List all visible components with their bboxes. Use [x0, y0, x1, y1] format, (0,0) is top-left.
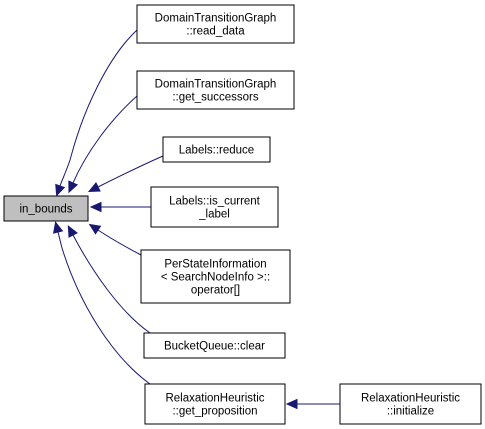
node-label-line: DomainTransitionGraph — [155, 13, 277, 25]
edge-dtg_get_successors-to-in_bounds — [68, 95, 138, 194]
node-labels-reduce[interactable]: Labels::reduce — [162, 136, 271, 163]
node-label-line: BucketQueue::clear — [164, 341, 265, 353]
node-label-line: RelaxationHeuristic — [361, 393, 460, 405]
node-label-line: _label — [198, 209, 230, 221]
node-label-line: PerStateInformation — [164, 259, 266, 271]
nodes-layer: in_bounds DomainTransitionGraph::read_dat… — [3, 4, 482, 425]
node-in-bounds[interactable]: in_bounds — [3, 195, 89, 222]
edge-arrowhead — [89, 201, 102, 213]
edge-line — [72, 95, 138, 184]
node-box — [162, 136, 271, 163]
node-rh-initialize[interactable]: RelaxationHeuristic::initialize — [339, 383, 482, 425]
node-label-line: DomainTransitionGraph — [155, 79, 277, 91]
edge-arrowhead — [55, 183, 66, 197]
node-label-line: Labels::reduce — [179, 145, 254, 157]
node-box — [339, 383, 482, 425]
node-label-line: in_bounds — [19, 204, 72, 216]
node-bucketqueue-clear[interactable]: BucketQueue::clear — [143, 332, 286, 359]
edge-dtg_read_data-to-in_bounds — [55, 29, 138, 197]
edge-arrowhead — [88, 223, 102, 235]
node-box — [3, 195, 89, 222]
edge-bucketqueue_clear-to-in_bounds — [67, 225, 151, 334]
edge-line — [97, 155, 164, 188]
edge-rh_initialize-to-rh_get_proposition — [285, 398, 340, 410]
edges-layer — [53, 29, 340, 410]
node-box — [140, 249, 291, 304]
node-psi-operator[interactable]: PerStateInformation< SearchNodeInfo >::o… — [140, 249, 291, 304]
node-box — [143, 332, 286, 359]
node-box — [150, 186, 279, 228]
edge-arrowhead — [87, 182, 101, 193]
node-dtg-read-data[interactable]: DomainTransitionGraph::read_data — [136, 4, 295, 44]
node-labels-is-current-label[interactable]: Labels::is_current_label — [150, 186, 279, 228]
edge-labels_reduce-to-in_bounds — [87, 155, 164, 193]
edge-line — [59, 29, 138, 187]
edge-rh_get_proposition-to-in_bounds — [53, 221, 151, 385]
node-box — [136, 70, 295, 110]
edge-line — [97, 229, 142, 256]
node-label-line: RelaxationHeuristic — [165, 393, 264, 405]
node-box — [144, 383, 286, 425]
node-box — [136, 4, 295, 44]
node-dtg-get-successors[interactable]: DomainTransitionGraph::get_successors — [136, 70, 295, 110]
node-label-line: Labels::is_current — [169, 196, 261, 208]
edge-arrowhead — [285, 398, 298, 410]
node-rh-get-proposition[interactable]: RelaxationHeuristic::get_proposition — [144, 383, 286, 425]
edge-arrowhead — [67, 225, 78, 238]
node-label-line: ::initialize — [387, 406, 434, 418]
node-label-line: ::get_successors — [172, 92, 259, 104]
edge-psi_operator-to-in_bounds — [88, 223, 142, 256]
node-label-line: ::get_proposition — [172, 406, 257, 418]
edge-line — [72, 234, 151, 334]
node-label-line: operator[] — [191, 285, 240, 297]
node-label-line: ::read_data — [186, 26, 245, 38]
edge-line — [57, 231, 151, 385]
edge-arrowhead — [53, 221, 64, 234]
node-label-line: < SearchNodeInfo >:: — [161, 272, 270, 284]
edge-labels_is_current_label-to-in_bounds — [89, 201, 151, 213]
edge-arrowhead — [68, 180, 79, 194]
